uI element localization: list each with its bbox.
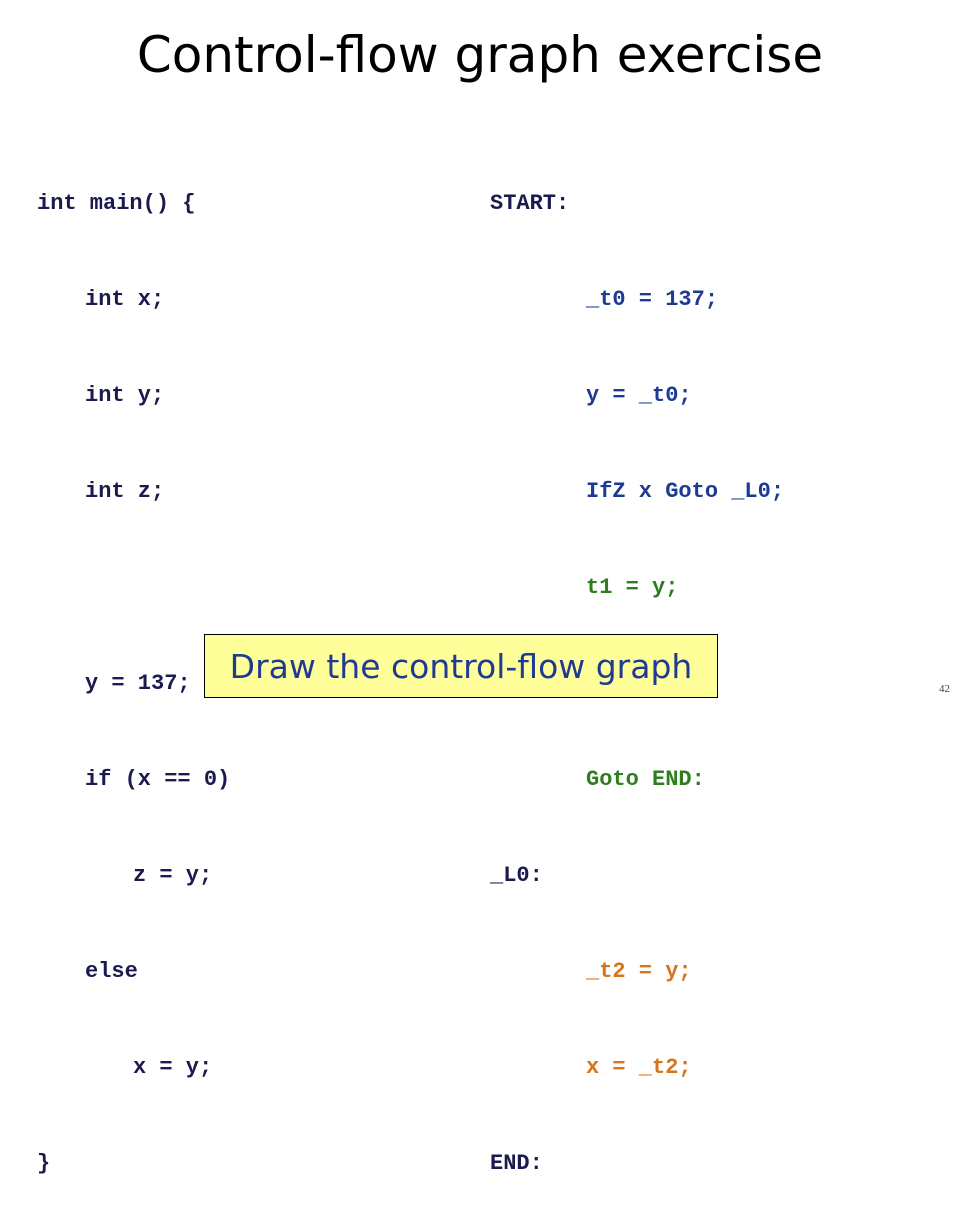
tac-line: x = _t2; xyxy=(586,1055,692,1080)
tac-line: Goto END: xyxy=(586,767,705,792)
source-line: else xyxy=(85,959,138,984)
slide-title: Control-flow graph exercise xyxy=(136,26,824,84)
tac-line: _t0 = 137; xyxy=(586,287,719,312)
source-line: int z; xyxy=(85,479,165,504)
tac-label-start: START: xyxy=(490,191,570,216)
instruction-callout: Draw the control-flow graph xyxy=(204,634,718,698)
source-line: if (x == 0) xyxy=(85,767,231,792)
tac-line: y = _t0; xyxy=(586,383,692,408)
source-line: int main() { xyxy=(37,191,196,216)
tac-line: _t2 = y; xyxy=(586,959,692,984)
tac-line: t1 = y; xyxy=(586,575,679,600)
source-line: int y; xyxy=(85,383,165,408)
source-code-block: int main() { int x; int y; int z; y = 13… xyxy=(37,124,230,1212)
source-line: } xyxy=(37,1151,51,1176)
source-line: x = y; xyxy=(133,1055,213,1080)
tac-line: IfZ x Goto _L0; xyxy=(586,479,785,504)
source-line: z = y; xyxy=(133,863,213,888)
source-line-blank xyxy=(37,572,230,604)
source-line: y = 137; xyxy=(85,671,191,696)
instruction-text: Draw the control-flow graph xyxy=(229,646,693,686)
source-line: int x; xyxy=(85,287,165,312)
tac-label-l0: _L0: xyxy=(490,863,543,888)
tac-label-end: END: xyxy=(490,1151,543,1176)
page-number: 42 xyxy=(939,683,950,695)
